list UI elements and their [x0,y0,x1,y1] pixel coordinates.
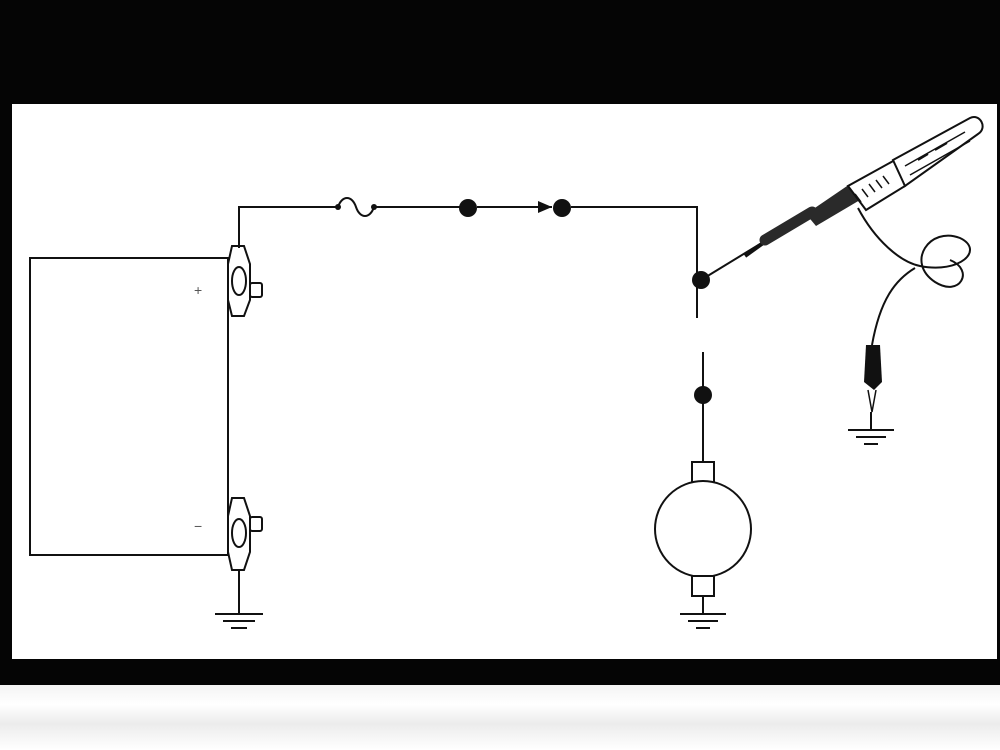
motor-icon [654,461,752,614]
battery-box-icon [29,257,229,556]
positive-label: + [194,282,202,298]
test-light-icon [700,116,984,346]
battery: + − [29,257,229,556]
ground-icon [680,613,726,629]
switch-icon [459,199,571,217]
alligator-clip-icon [864,345,882,430]
positive-terminal-icon [227,245,263,317]
ground-icon [215,570,263,629]
negative-label: − [194,518,202,534]
fuse-icon [337,197,375,217]
negative-terminal-icon [227,497,263,571]
ground-icon [848,429,894,445]
motor-feed [694,352,712,462]
top-wire [238,197,710,318]
bottom-strip [0,685,1000,750]
